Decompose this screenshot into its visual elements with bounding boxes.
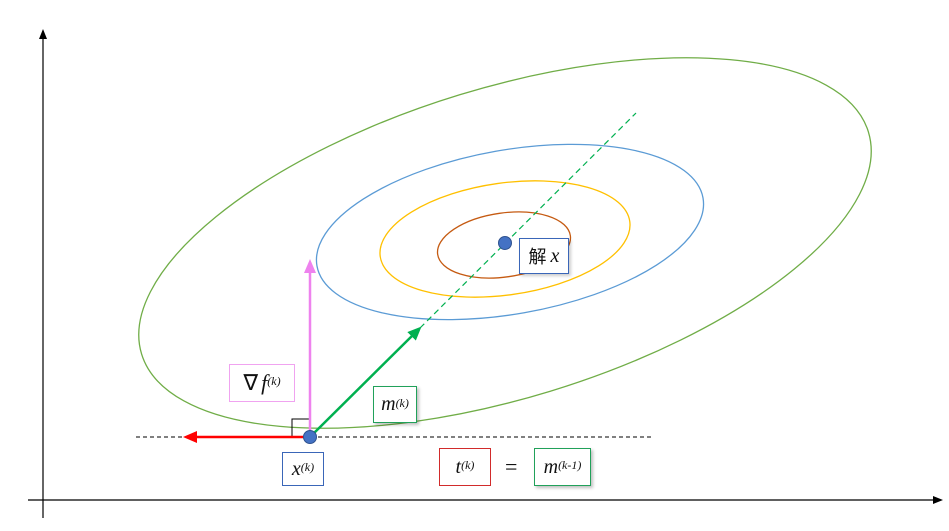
momentum-label: m (k) [373, 386, 417, 423]
nabla-symbol: ∇ [243, 370, 259, 395]
equals-sign: = [505, 454, 518, 479]
right-angle-marker [291, 418, 310, 437]
t-label-name: t [455, 455, 462, 478]
momentum-vector-arrow [309, 326, 422, 438]
solution-label-prefix: 解 [528, 247, 547, 268]
gradient-label-name: f [261, 370, 268, 395]
contour-inner [436, 211, 572, 279]
dashed-principal-axis [419, 112, 637, 329]
contour-2 [315, 143, 705, 321]
solution-point-marker [498, 236, 512, 250]
contour-outer [138, 57, 872, 429]
current-point-label-name: x [291, 457, 301, 480]
current-point-label: x (k) [282, 452, 324, 486]
current-point-label-sup: (k) [300, 460, 315, 474]
prev-momentum-label-sup: (k-1) [558, 458, 582, 472]
t-label: t (k) [439, 448, 491, 486]
gradient-label: ∇ f (k) [229, 364, 295, 402]
momentum-label-name: m [381, 393, 396, 415]
prev-momentum-label: m (k-1) [534, 448, 591, 486]
prev-momentum-label-name: m [543, 455, 559, 478]
gradient-label-sup: (k) [267, 374, 281, 388]
contour-3 [379, 180, 631, 298]
current-point-marker [303, 430, 317, 444]
solution-label: 解 x [519, 238, 569, 274]
momentum-label-sup: (k) [395, 395, 409, 410]
t-label-sup: (k) [461, 458, 475, 472]
solution-label-name: x [550, 244, 560, 267]
